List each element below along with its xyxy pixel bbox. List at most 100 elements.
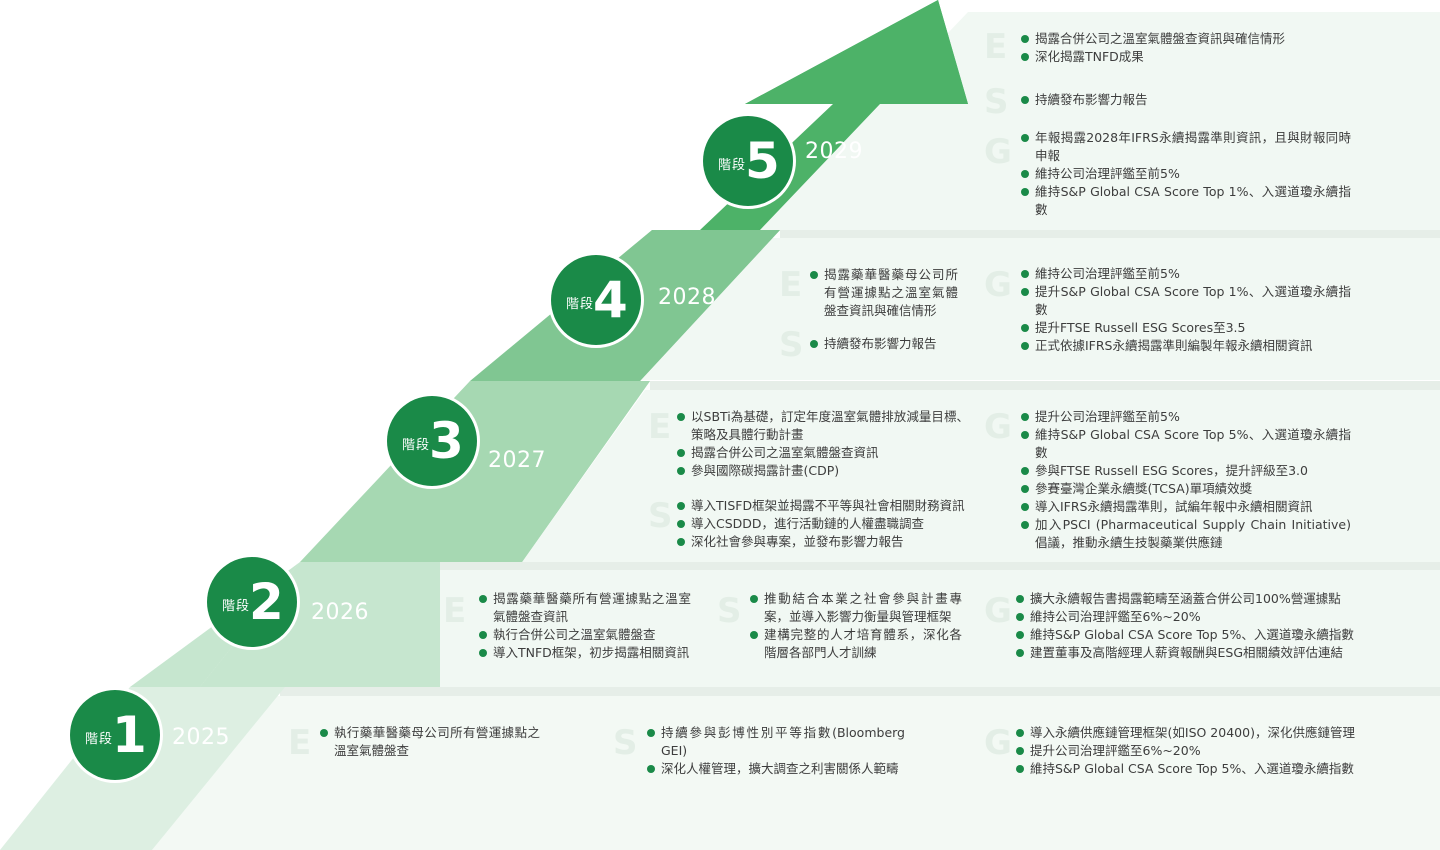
stage-number: 2 <box>249 573 284 631</box>
stage-4-governance-list: 維持公司治理評鑑至前5% 提升S&P Global CSA Score Top … <box>1021 265 1351 355</box>
stage-4-social-list: 持續發布影響力報告 <box>810 335 958 353</box>
category-letter-e: E <box>984 27 1008 67</box>
step-band-3-top <box>300 381 650 562</box>
list-item: 擴大永續報告書揭露範疇至涵蓋合併公司100%營運據點 <box>1016 590 1356 608</box>
category-letter-s: S <box>613 723 638 763</box>
list-item: 導入IFRS永續揭露準則，試編年報中永續相關資訊 <box>1021 498 1351 516</box>
stage-4-environment-list: 揭露藥華醫藥母公司所有營運據點之溫室氣體盤查資訊與確信情形 <box>810 266 958 320</box>
stage-year-2: 2026 <box>311 600 369 625</box>
stage-3-environment-list: 以SBTi為基礎，訂定年度溫室氣體排放減量目標、策略及具體行動計畫 揭露合併公司… <box>677 408 969 480</box>
category-letter-g: G <box>984 407 1012 447</box>
stage-3-social-list: 導入TISFD框架並揭露不平等與社會相關財務資訊 導入CSDDD，進行活動鏈的人… <box>677 497 969 551</box>
stage-3-governance-list: 提升公司治理評鑑至前5% 維持S&P Global CSA Score Top … <box>1021 408 1351 552</box>
stage-number: 1 <box>112 706 147 764</box>
list-item: 加入PSCI (Pharmaceutical Supply Chain Init… <box>1021 516 1351 552</box>
list-item: 提升公司治理評鑑至6%~20% <box>1016 742 1356 760</box>
stage-badge-1: 階段 1 <box>70 690 160 780</box>
list-item: 以SBTi為基礎，訂定年度溫室氣體排放減量目標、策略及具體行動計畫 <box>677 408 969 444</box>
list-item: 建置董事及高階經理人薪資報酬與ESG相關績效評估連結 <box>1016 644 1356 662</box>
list-item: 參與國際碳揭露計畫(CDP) <box>677 462 969 480</box>
category-letter-s: S <box>779 325 804 365</box>
list-item: 導入永續供應鏈管理框架(如ISO 20400)，深化供應鏈管理 <box>1016 724 1356 742</box>
list-item: 導入TNFD框架，初步揭露相關資訊 <box>479 644 691 662</box>
list-item: 持續參與彭博性別平等指數(Bloomberg GEI) <box>647 724 905 760</box>
stage-5-social-list: 持續發布影響力報告 <box>1021 91 1351 109</box>
stage-label: 階段 <box>402 438 431 453</box>
stage-2-governance-list: 擴大永續報告書揭露範疇至涵蓋合併公司100%營運據點 維持公司治理評鑑至6%~2… <box>1016 590 1356 662</box>
list-item: 深化社會參與專案，並發布影響力報告 <box>677 533 969 551</box>
panel-stage-1 <box>152 696 1440 850</box>
list-item: 維持公司治理評鑑至前5% <box>1021 165 1351 183</box>
list-item: 揭露合併公司之溫室氣體盤查資訊與確信情形 <box>1021 30 1351 48</box>
stage-2-environment-list: 揭露藥華醫藥所有營運據點之溫室氣體盤查資訊 執行合併公司之溫室氣體盤查 導入TN… <box>479 590 691 662</box>
stage-2-social-list: 推動結合本業之社會參與計畫專案，並導入影響力衡量與管理框架 建構完整的人才培育體… <box>750 590 962 662</box>
divider-4 <box>780 230 1440 238</box>
stage-1-social-list: 持續參與彭博性別平等指數(Bloomberg GEI) 深化人權管理，擴大調查之… <box>647 724 905 778</box>
category-letter-e: E <box>779 265 803 305</box>
list-item: 執行合併公司之溫室氣體盤查 <box>479 626 691 644</box>
category-letter-g: G <box>984 265 1012 305</box>
list-item: 維持S&P Global CSA Score Top 5%、入選道瓊永續指數 <box>1016 760 1356 778</box>
stage-5-governance-list: 年報揭露2028年IFRS永續揭露準則資訊，且與財報同時申報 維持公司治理評鑑至… <box>1021 129 1351 219</box>
category-letter-e: E <box>288 723 312 763</box>
list-item: 揭露合併公司之溫室氣體盤查資訊 <box>677 444 969 462</box>
divider-2 <box>440 562 1440 570</box>
list-item: 提升FTSE Russell ESG Scores至3.5 <box>1021 319 1351 337</box>
list-item: 導入TISFD框架並揭露不平等與社會相關財務資訊 <box>677 497 969 515</box>
list-item: 維持公司治理評鑑至前5% <box>1021 265 1351 283</box>
category-letter-s: S <box>984 82 1009 122</box>
category-letter-s: S <box>717 591 742 631</box>
stage-year-1: 2025 <box>172 725 230 750</box>
panel-stage-4 <box>640 238 1440 380</box>
list-item: 參與FTSE Russell ESG Scores，提升評級至3.0 <box>1021 462 1351 480</box>
list-item: 建構完整的人才培育體系，深化各階層各部門人才訓練 <box>750 626 962 662</box>
stage-year-4: 2028 <box>658 285 716 310</box>
category-letter-s: S <box>648 496 673 536</box>
list-item: 揭露藥華醫藥母公司所有營運據點之溫室氣體盤查資訊與確信情形 <box>810 266 958 320</box>
list-item: 正式依據IFRS永續揭露準則編製年報永續相關資訊 <box>1021 337 1351 355</box>
list-item: 深化人權管理，擴大調查之利害關係人範疇 <box>647 760 905 778</box>
category-letter-g: G <box>984 723 1012 763</box>
stage-number: 5 <box>745 132 780 190</box>
list-item: 導入CSDDD，進行活動鏈的人權盡職調查 <box>677 515 969 533</box>
category-letter-e: E <box>648 407 672 447</box>
list-item: 維持S&P Global CSA Score Top 5%、入選道瓊永續指數 <box>1021 426 1351 462</box>
stage-label: 階段 <box>222 599 251 614</box>
stage-badge-2: 階段 2 <box>207 557 297 647</box>
panel-stage-2 <box>352 570 1440 687</box>
list-item: 推動結合本業之社會參與計畫專案，並導入影響力衡量與管理框架 <box>750 590 962 626</box>
stage-badge-3: 階段 3 <box>387 396 477 486</box>
list-item: 提升公司治理評鑑至前5% <box>1021 408 1351 426</box>
stage-label: 階段 <box>85 732 114 747</box>
stage-number: 3 <box>429 412 464 470</box>
stage-number: 4 <box>593 271 628 329</box>
step-band-2-top <box>200 562 440 687</box>
stage-year-5: 2029 <box>805 139 863 164</box>
arrow-head <box>745 0 968 104</box>
list-item: 持續發布影響力報告 <box>810 335 958 353</box>
divider-1 <box>280 687 1440 696</box>
list-item: 揭露藥華醫藥所有營運據點之溫室氣體盤查資訊 <box>479 590 691 626</box>
category-letter-g: G <box>984 132 1012 172</box>
stage-5-environment-list: 揭露合併公司之溫室氣體盤查資訊與確信情形 深化揭露TNFD成果 <box>1021 30 1351 66</box>
list-item: 執行藥華醫藥母公司所有營運據點之溫室氣體盤查 <box>320 724 540 760</box>
list-item: 深化揭露TNFD成果 <box>1021 48 1351 66</box>
stage-1-governance-list: 導入永續供應鏈管理框架(如ISO 20400)，深化供應鏈管理 提升公司治理評鑑… <box>1016 724 1356 778</box>
list-item: 參賽臺灣企業永續獎(TCSA)單項績效獎 <box>1021 480 1351 498</box>
stage-badge-5: 階段 5 <box>703 116 793 206</box>
category-letter-g: G <box>984 591 1012 631</box>
category-letter-e: E <box>443 591 467 631</box>
list-item: 持續發布影響力報告 <box>1021 91 1351 109</box>
divider-3 <box>650 381 1440 390</box>
list-item: 維持S&P Global CSA Score Top 5%、入選道瓊永續指數 <box>1016 626 1356 644</box>
panel-stage-3 <box>522 390 1440 562</box>
stage-1-environment-list: 執行藥華醫藥母公司所有營運據點之溫室氣體盤查 <box>320 724 540 760</box>
stage-label: 階段 <box>566 297 595 312</box>
list-item: 維持S&P Global CSA Score Top 1%、入選道瓊永續指數 <box>1021 183 1351 219</box>
stage-badge-4: 階段 4 <box>551 255 641 345</box>
list-item: 年報揭露2028年IFRS永續揭露準則資訊，且與財報同時申報 <box>1021 129 1351 165</box>
stage-label: 階段 <box>718 158 747 173</box>
list-item: 提升S&P Global CSA Score Top 1%、入選道瓊永續指數 <box>1021 283 1351 319</box>
list-item: 維持公司治理評鑑至6%~20% <box>1016 608 1356 626</box>
